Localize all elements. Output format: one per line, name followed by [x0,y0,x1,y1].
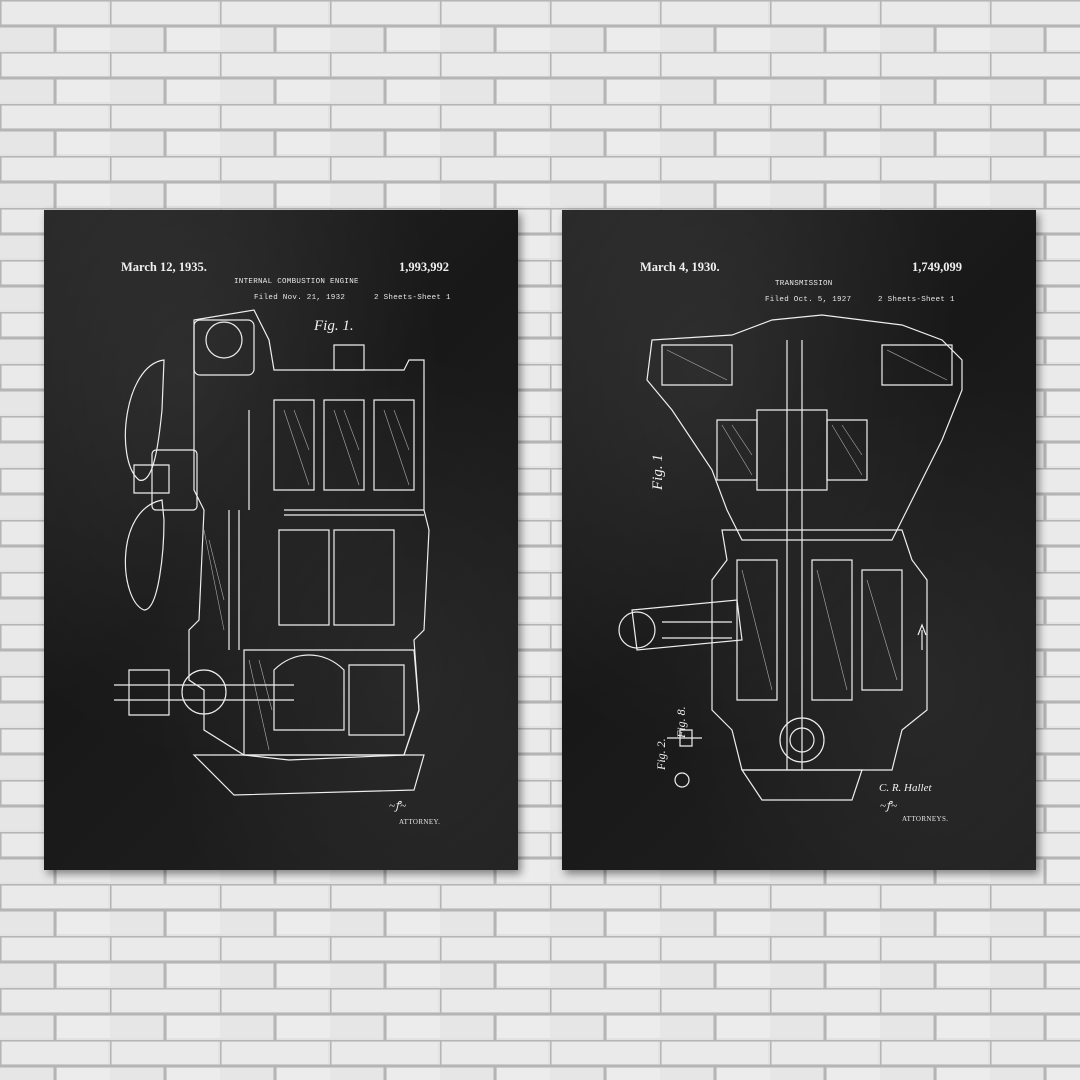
poster-transmission: March 4, 1930. 1,749,099 TRANSMISSION Fi… [562,210,1036,870]
patent-sheets: 2 Sheets-Sheet 1 [878,296,955,304]
patent-number: 1,993,992 [399,260,449,274]
engine-drawing [44,210,518,870]
attorney-label: ATTORNEYS. [902,815,949,823]
attorney-signature: ~ꝭ~ [880,800,898,812]
patent-title: TRANSMISSION [775,280,833,288]
patent-sheets: 2 Sheets-Sheet 1 [374,294,451,302]
patent-date: March 12, 1935. [121,260,207,274]
patent-date: March 4, 1930. [640,260,720,274]
patent-title: INTERNAL COMBUSTION ENGINE [234,278,359,286]
patent-number: 1,749,099 [912,260,962,274]
attorney-signature: ~ꝭ~ [389,800,407,812]
patent-filed: Filed Oct. 5, 1927 [765,296,852,304]
patent-filed: Filed Nov. 21, 1932 [254,294,346,302]
inventor-signature: C. R. Hallet [879,782,932,794]
poster-engine: March 12, 1935. 1,993,992 INTERNAL COMBU… [44,210,518,870]
figure-label: Fig. 1. [314,318,354,334]
transmission-drawing [562,210,1036,870]
attorney-label: ATTORNEY. [399,818,441,826]
